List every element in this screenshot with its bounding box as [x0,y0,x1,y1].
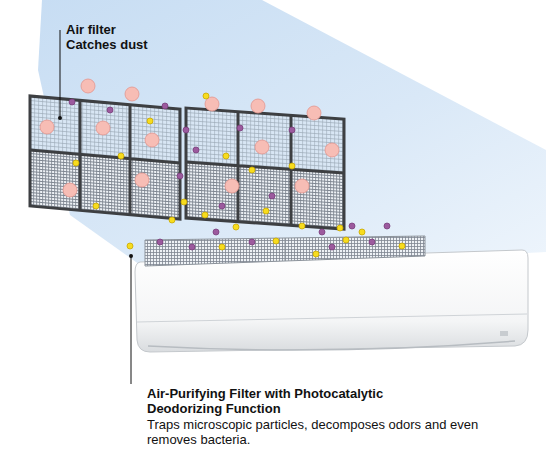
odor-particle [107,107,113,113]
dust-particle [145,133,159,147]
bacteria-particle [299,223,305,229]
bacteria-particle [73,160,79,166]
leader-line [60,30,61,118]
air-purifying-filter [145,236,425,266]
odor-particle [177,173,183,179]
odor-particle [369,239,375,245]
odor-particle [183,127,189,133]
odor-particle [249,239,255,245]
dust-particle [225,179,239,193]
dust-particle [135,173,149,187]
odor-particle [157,239,163,245]
dust-particle [295,179,309,193]
bacteria-particle [169,217,175,223]
dust-particle [325,143,339,157]
bacteria-particle [343,237,349,243]
bacteria-particle [337,225,343,231]
callout-body: Traps microscopic particles, decomposes … [147,417,487,447]
bacteria-particle [118,153,124,159]
dust-particle [125,87,139,101]
bacteria-particle [289,163,295,169]
odor-particle [289,127,295,133]
callout-heading: Air-Purifying Filter with Photocatalytic… [147,386,399,416]
odor-particle [219,203,225,209]
odor-particle [69,99,75,105]
odor-particle [213,229,219,235]
odor-particle [319,229,325,235]
bacteria-particle [233,224,239,230]
bacteria-particle [249,167,255,173]
bacteria-particle [127,243,133,249]
bacteria-particle [223,153,229,159]
leader-dot [129,254,133,258]
bacteria-particle [399,243,405,249]
dust-particle [96,121,110,135]
dust-particle [81,79,95,93]
bacteria-particle [359,229,365,235]
odor-particle [329,244,335,250]
bacteria-particle [219,244,225,250]
filter-divider [285,238,286,261]
bacteria-particle [273,238,279,244]
callout-label: Air filter Catches dust [66,22,158,52]
dust-particle [307,106,321,120]
leader-line [131,256,132,384]
dust-particle [63,183,77,197]
bacteria-particle [181,199,187,205]
odor-particle [349,223,355,229]
odor-particle [269,193,275,199]
odor-particle [189,244,195,250]
bacteria-particle [202,212,208,218]
odor-particle [162,103,168,109]
leader-dot [58,116,62,120]
dust-particle [251,99,265,113]
bacteria-particle [147,118,153,124]
dust-particle [255,140,269,154]
bacteria-particle [203,93,209,99]
odor-particle [384,223,390,229]
bacteria-particle [313,251,319,257]
dust-particle [40,120,54,134]
particles [40,79,405,257]
air-filter-left [30,96,180,219]
odor-particle [193,147,199,153]
bacteria-particle [93,203,99,209]
bacteria-particle [263,208,269,214]
air-conditioner-unit [135,250,528,352]
odor-particle [237,125,243,131]
air-filter-right [186,108,344,229]
